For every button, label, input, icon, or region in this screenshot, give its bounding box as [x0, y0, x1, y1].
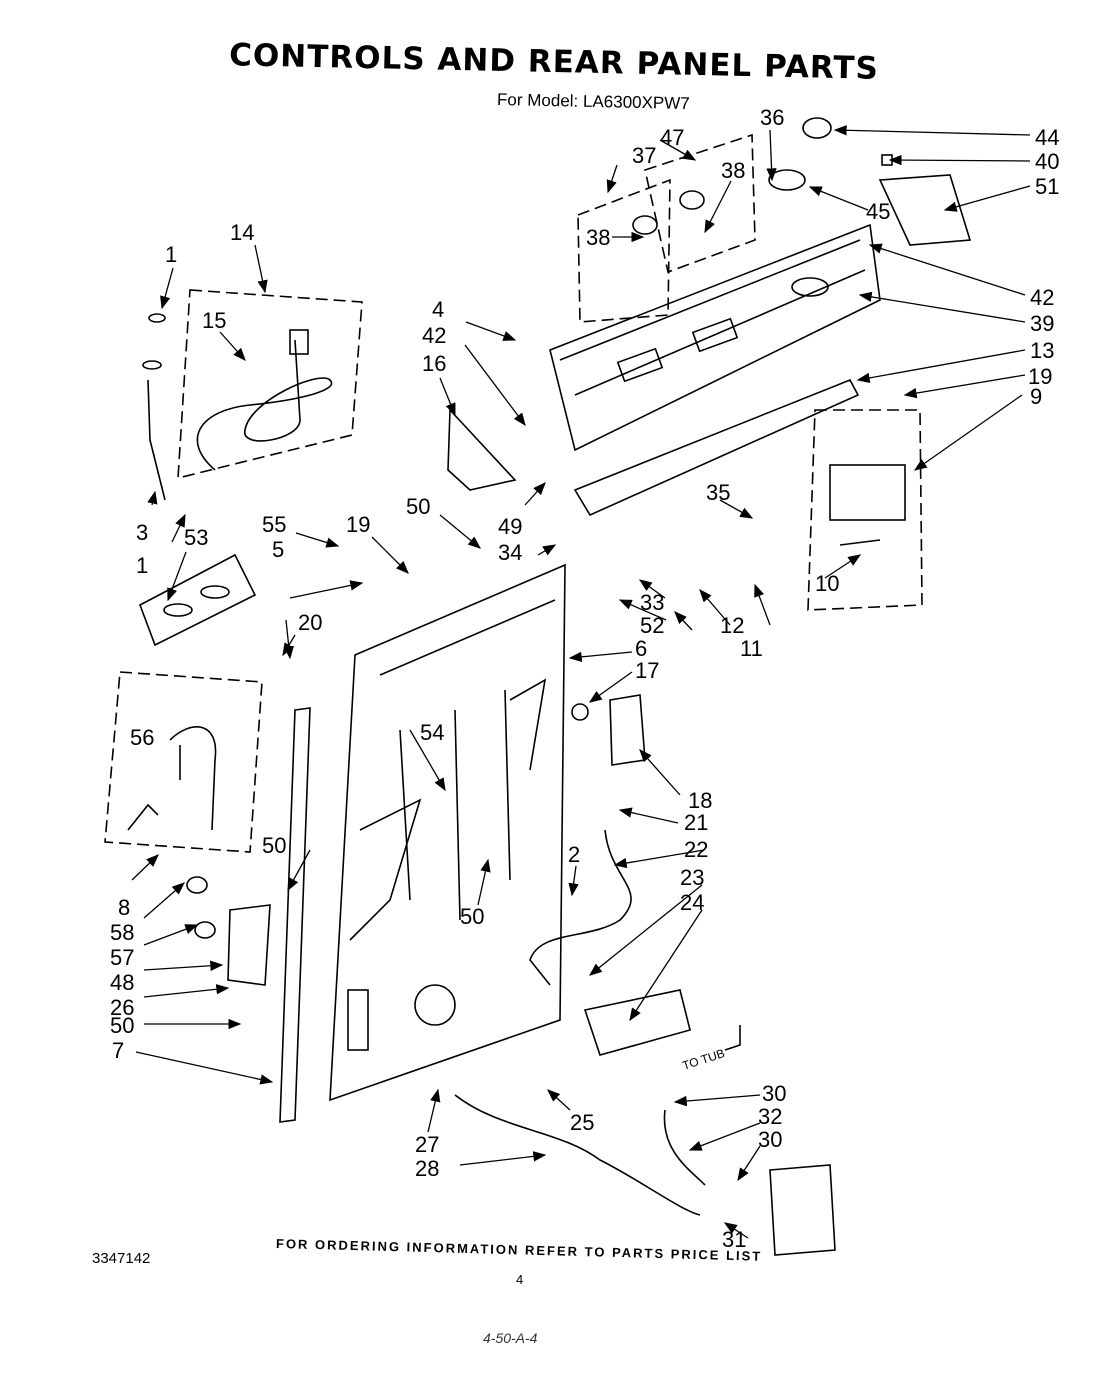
callout-53: 53 [184, 525, 208, 550]
callout-24: 24 [680, 890, 704, 915]
callout-6: 6 [635, 636, 647, 661]
callout-15: 15 [202, 308, 226, 333]
callout-19: 19 [346, 512, 370, 537]
callout-16: 16 [422, 351, 446, 376]
tub-outlet [769, 1164, 836, 1256]
group-box-47 [644, 133, 756, 274]
callout-47: 47 [660, 125, 684, 150]
group-box-14 [177, 289, 363, 480]
callout-37: 37 [632, 143, 656, 168]
handwritten-mark: 4-50-A-4 [483, 1330, 538, 1346]
knob-44 [802, 117, 832, 139]
callout-13: 13 [1030, 338, 1054, 363]
callout-1b: 1 [136, 553, 148, 578]
callout-10: 10 [815, 571, 839, 596]
callout-26: 26 [110, 995, 134, 1020]
callout-38: 38 [721, 158, 745, 183]
callout-39: 39 [1030, 311, 1054, 336]
callout-18: 18 [688, 788, 712, 813]
callout-9: 9 [1030, 384, 1042, 409]
to-tub-label: TO TUB [681, 1046, 727, 1073]
pump-26 [227, 904, 271, 986]
callout-40: 40 [1035, 149, 1059, 174]
hose-28 [454, 1094, 701, 1216]
callout-30: 30 [762, 1081, 786, 1106]
callout-54: 54 [420, 720, 444, 745]
callout-28: 28 [415, 1156, 439, 1181]
callout-3: 3 [136, 520, 148, 545]
callout-44: 44 [1035, 125, 1059, 150]
callout-19b: 19 [1028, 364, 1052, 389]
group-box-8 [104, 671, 263, 853]
console-back-13 [573, 378, 860, 517]
callout-20: 20 [298, 610, 322, 635]
callout-36: 36 [760, 105, 784, 130]
callout-25: 25 [570, 1110, 594, 1135]
callout-7: 7 [112, 1038, 124, 1063]
timer-9 [829, 464, 906, 521]
callout-12: 12 [720, 613, 744, 638]
callout-57: 57 [110, 945, 134, 970]
callout-21: 21 [684, 810, 708, 835]
rear-panel-6 [329, 563, 566, 1102]
hose-22 [529, 829, 632, 986]
water-valve-18 [609, 694, 646, 766]
callout-1: 1 [165, 242, 177, 267]
callout-2: 2 [568, 842, 580, 867]
side-rail-7 [279, 707, 311, 1123]
callout-22: 22 [684, 837, 708, 862]
washer-45 [768, 169, 806, 191]
group-box-37 [577, 178, 671, 323]
callout-14: 14 [230, 220, 254, 245]
callout-51: 51 [1035, 174, 1059, 199]
callout-55: 55 [262, 512, 286, 537]
callout-4: 4 [432, 297, 444, 322]
callout-11: 11 [740, 636, 763, 661]
callout-42b: 42 [1030, 285, 1054, 310]
callout-31: 31 [722, 1227, 746, 1252]
switch-51 [878, 174, 972, 246]
lint-filter-16 [447, 408, 517, 491]
callout-23: 23 [680, 865, 704, 890]
drain-hose-56 [169, 726, 217, 831]
callout-58: 58 [110, 920, 134, 945]
bracket-53 [139, 553, 257, 647]
callout-33: 33 [640, 590, 664, 615]
callout-30b: 30 [758, 1127, 782, 1152]
fill-hose [147, 379, 166, 501]
power-cord [196, 339, 333, 471]
control-panel-39 [549, 223, 881, 452]
callout-27: 27 [415, 1132, 439, 1157]
callout-50b: 50 [460, 904, 484, 929]
callout-34: 34 [498, 540, 522, 565]
callout-5: 5 [272, 537, 284, 562]
callout-32: 32 [758, 1104, 782, 1129]
callout-8: 8 [118, 895, 130, 920]
callout-35: 35 [706, 480, 730, 505]
page-number: 4 [516, 1272, 524, 1287]
callout-56: 56 [130, 725, 154, 750]
air-dome-24 [583, 989, 691, 1056]
callout-17: 17 [635, 658, 659, 683]
callout-50d: 50 [262, 833, 286, 858]
hose-32 [663, 1109, 706, 1186]
callout-49: 49 [498, 514, 522, 539]
callout-48: 48 [110, 970, 134, 995]
document-number: 3347142 [92, 1250, 151, 1267]
callout-42: 42 [422, 323, 446, 348]
callout-50: 50 [406, 494, 430, 519]
callout-50c: 50 [110, 1013, 134, 1038]
callout-45: 45 [866, 199, 890, 224]
callout-52: 52 [640, 613, 664, 638]
callout-38b: 38 [586, 225, 610, 250]
